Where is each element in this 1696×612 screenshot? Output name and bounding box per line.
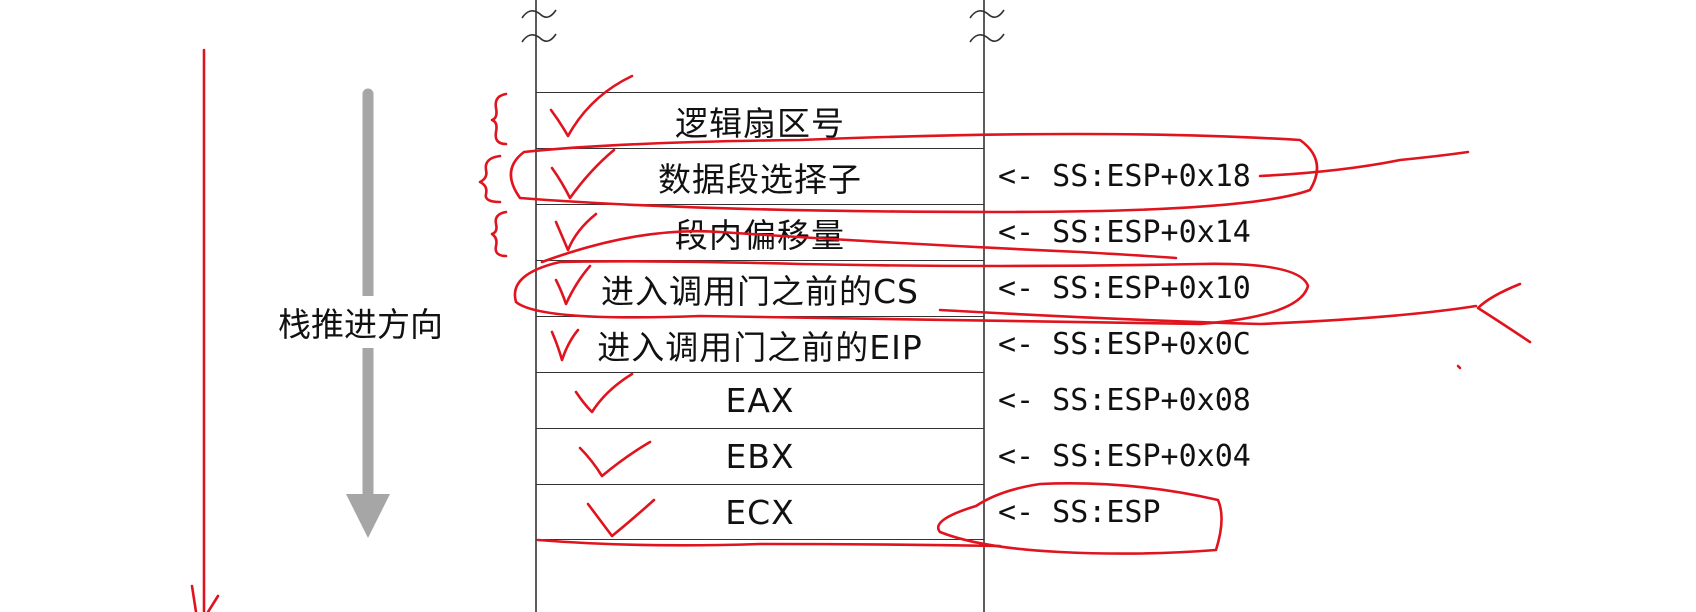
pointer-list: <- SS:ESP+0x18 <- SS:ESP+0x14 <- SS:ESP+…: [998, 92, 1298, 540]
stack-cell-eax: EAX: [536, 372, 984, 428]
strike-stroke: [540, 229, 1178, 264]
brace-icon: [490, 210, 508, 258]
checkmark-icon: [574, 372, 634, 414]
underline-stroke: [536, 538, 1002, 548]
pointer-label: <- SS:ESP+0x10: [998, 270, 1251, 306]
checkmark-icon: [550, 148, 616, 200]
dot-mark: [1456, 364, 1462, 370]
arrow-head-mark: [1476, 282, 1532, 344]
stack-cell-old-cs: 进入调用门之前的CS: [536, 260, 984, 316]
checkmark-icon: [554, 264, 592, 306]
brace-icon: [478, 154, 502, 204]
pointer-label: <- SS:ESP: [998, 494, 1161, 530]
pointer-label: <- SS:ESP+0x18: [998, 158, 1251, 194]
checkmark-icon: [550, 328, 580, 362]
stack-cell-logical-sector: 逻辑扇区号: [536, 92, 984, 148]
stack-cell-data-selector: 数据段选择子: [536, 148, 984, 204]
highlight-oval: [509, 132, 1319, 214]
highlight-oval: [937, 482, 1223, 555]
highlight-oval: [513, 260, 1310, 326]
bottom-left-mark: [190, 584, 220, 612]
checkmark-icon: [554, 212, 598, 252]
brace-icon: [490, 92, 508, 146]
checkmark-icon: [578, 440, 652, 478]
break-mark-icon: [521, 9, 1005, 43]
pointer-label: <- SS:ESP+0x04: [998, 438, 1251, 474]
connector-line: [1258, 150, 1470, 178]
stack-direction-label: 栈推进方向: [278, 296, 443, 348]
connector-line: [938, 304, 1478, 326]
pointer-label: <- SS:ESP+0x08: [998, 382, 1251, 418]
pointer-label: <- SS:ESP+0x14: [998, 214, 1251, 250]
checkmark-icon: [586, 498, 656, 538]
stack-frame: 逻辑扇区号 数据段选择子 段内偏移量 进入调用门之前的CS 进入调用门之前的EI…: [536, 92, 984, 540]
stack-cell-ecx: ECX: [536, 484, 984, 540]
checkmark-icon: [549, 74, 634, 138]
pointer-label: <- SS:ESP+0x0C: [998, 326, 1251, 362]
stack-cell-ebx: EBX: [536, 428, 984, 484]
